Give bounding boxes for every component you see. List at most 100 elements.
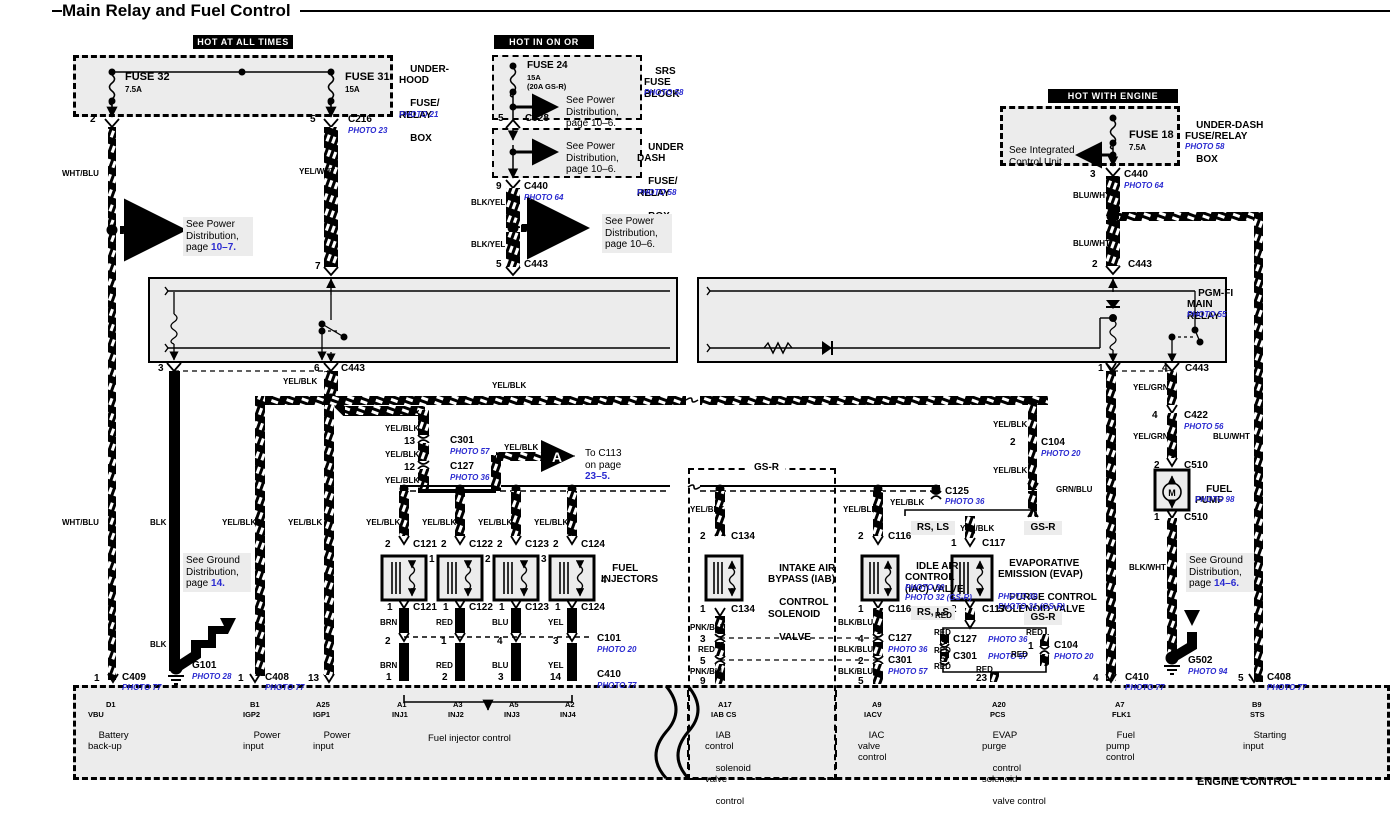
fuse-31-rating: 15A — [345, 85, 360, 94]
wire-yel-blk-relay6: YEL/BLK — [283, 377, 318, 386]
connector-c410-injectors: C410 — [597, 669, 621, 680]
wire-yel-blk-left-1: YEL/BLK — [222, 518, 257, 527]
ecm-pin-a3-code: INJ2 — [448, 710, 464, 719]
ground-g101-photo: PHOTO 28 — [192, 672, 232, 681]
tag-gsr-evap-bot: GS-R — [1024, 611, 1062, 625]
fuse-32-name: FUSE 32 — [125, 71, 170, 83]
pin-c127-4-iac: 4 — [858, 634, 864, 645]
connector-c125: C125 — [945, 486, 969, 497]
pin-c123-bot: 1 — [499, 602, 505, 613]
connector-c443-relay6: C443 — [341, 363, 365, 374]
connector-c121-top: C121 — [413, 539, 437, 550]
pin-c410-4: 4 — [1093, 673, 1099, 684]
wire-yel-blk-iab: YEL/BLK — [690, 505, 725, 514]
connector-c443-relay4: C443 — [1185, 363, 1209, 374]
ecm-pin-a20-number: A20 — [992, 700, 1006, 709]
wire-wht-blu-1: WHT/BLU — [62, 169, 99, 178]
connector-c510-bot: C510 — [1184, 512, 1208, 523]
injector-index-2: 2 — [485, 554, 491, 565]
connector-c104-top-photo: PHOTO 20 — [1041, 449, 1081, 458]
wire-blu-wht-1: BLU/WHT — [1073, 191, 1110, 200]
ecm-pin-b9-code: STS — [1250, 710, 1265, 719]
connector-c510-top: C510 — [1184, 460, 1208, 471]
wire-yel-1: YEL — [548, 618, 564, 627]
connector-c216-photo: PHOTO 23 — [348, 126, 388, 135]
connector-c121-bot: C121 — [413, 602, 437, 613]
pin-c408-13: 13 — [308, 673, 320, 684]
wire-wht-blu-2: WHT/BLU — [62, 518, 99, 527]
connector-c134-bot: C134 — [731, 604, 755, 615]
wire-red-c104-a: RED — [1026, 628, 1043, 637]
pin-c104-2: 2 — [1010, 437, 1016, 448]
ecm-fuel-injector-control-label: Fuel injector control — [428, 733, 511, 744]
injector-index-1: 1 — [429, 554, 435, 565]
page-title: Main Relay and Fuel Control — [62, 1, 291, 20]
wire-blk-1: BLK — [150, 518, 167, 527]
pin-c122-top: 2 — [441, 539, 447, 550]
srs-fuse-block — [492, 55, 642, 120]
wire-yel-grn-2: YEL/GRN — [1133, 432, 1169, 441]
wire-red-evap-top: RED — [935, 611, 952, 620]
fuse-31-name: FUSE 31 — [345, 71, 390, 83]
wire-blk-wht: BLK/WHT — [1129, 563, 1166, 572]
wire-grn-blu: GRN/BLU — [1056, 485, 1093, 494]
banner-hot-all-times: HOT AT ALL TIMES — [193, 35, 293, 49]
ecm-pin-a9-number: A9 — [872, 700, 882, 709]
connector-c928: C928 — [525, 113, 549, 124]
wire-yel-2: YEL — [548, 661, 564, 670]
pin-c410-inj4: 14 — [550, 672, 562, 683]
pin-c408-5: 5 — [1238, 673, 1244, 684]
connector-c117-top: C117 — [982, 538, 1006, 549]
wire-yel-blk-evap: YEL/BLK — [960, 524, 995, 533]
pin-c410-inj3: 3 — [498, 672, 504, 683]
pin-relay-3: 3 — [158, 363, 164, 374]
pin-c928: 5 — [498, 113, 504, 124]
ecm-pin-d1-number: D1 — [106, 700, 116, 709]
wire-red-2: RED — [436, 661, 453, 670]
connector-c127-iac-photo: PHOTO 36 — [888, 645, 928, 654]
pin-relay-1: 1 — [1098, 363, 1104, 374]
ecm-pin-a9-code: IACV — [864, 710, 882, 719]
evap-photo-2: PHOTO 31 (GS-R) — [998, 602, 1065, 611]
gsr-region-tag: GS-R — [748, 462, 785, 473]
ground-g502-label: G502 — [1188, 655, 1213, 666]
connector-c440-left-photo: PHOTO 64 — [524, 193, 564, 202]
tag-gsr-evap-top: GS-R — [1024, 521, 1062, 535]
connector-c124-top: C124 — [581, 539, 605, 550]
engine-control-caption: ENGINE CONTROL — [1197, 776, 1297, 788]
connector-c134-top: C134 — [731, 531, 755, 542]
connector-c104-top: C104 — [1041, 437, 1065, 448]
connector-c408-left-photo: PHOTO 77 — [265, 683, 305, 692]
pin-c127-3-iab: 3 — [700, 634, 706, 645]
pin-c510-1: 1 — [1154, 512, 1160, 523]
wire-blk-blu-2: BLK/BLU — [838, 645, 874, 654]
pgmfi-main-relay-photo: PHOTO 55 — [1187, 310, 1227, 319]
under-dash-right-photo: PHOTO 58 — [1185, 142, 1225, 151]
connector-c127-upper-photo: PHOTO 36 — [450, 473, 490, 482]
wire-yel-grn-1: YEL/GRN — [1133, 383, 1169, 392]
connector-c127-evap: C127 — [953, 634, 977, 645]
connector-c410-injectors-photo: PHOTO 77 — [597, 681, 637, 690]
pin-c440-right: 3 — [1090, 169, 1096, 180]
wire-pnk-blu-2: PNK/BLU — [690, 667, 726, 676]
pin-c301-2-iac: 2 — [858, 656, 864, 667]
wire-red-c301-b: RED — [934, 662, 951, 671]
connector-c408-left: C408 — [265, 672, 289, 683]
connector-c117-bot: C117 — [982, 604, 1006, 615]
wire-yel-blk-iac: YEL/BLK — [843, 505, 878, 514]
svg-text:A: A — [552, 449, 562, 465]
pin-c422-4: 4 — [1152, 410, 1158, 421]
ecm-pin-a2-code: INJ4 — [560, 710, 576, 719]
connector-c122-bot: C122 — [469, 602, 493, 613]
wire-blu-wht-2: BLU/WHT — [1073, 239, 1110, 248]
